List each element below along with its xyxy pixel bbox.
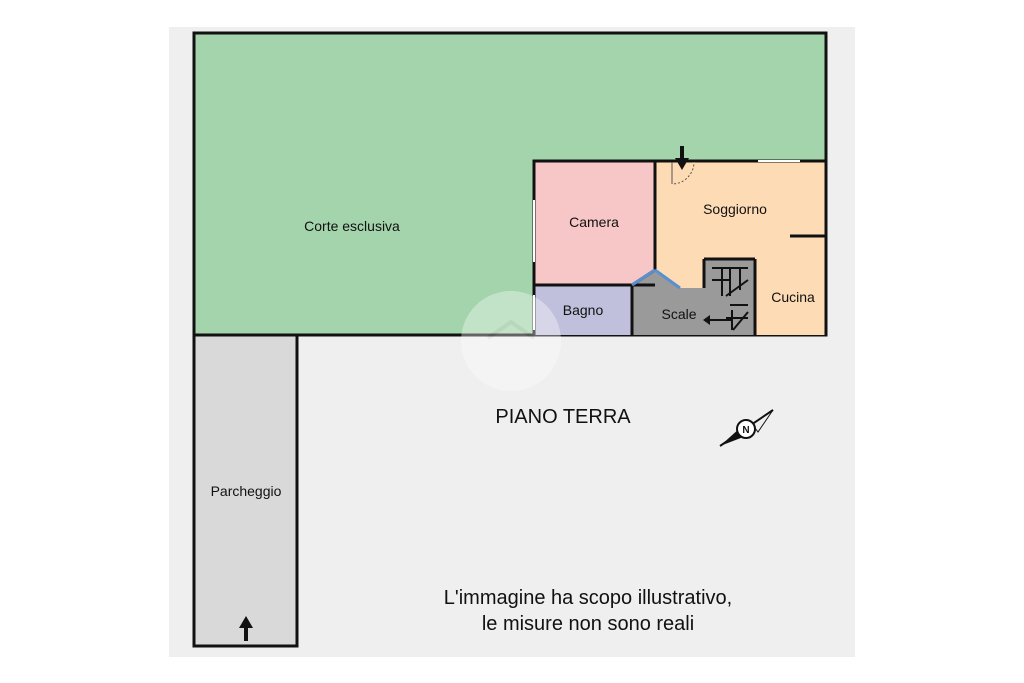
compass-icon: N bbox=[719, 409, 774, 447]
room-soggiorno bbox=[655, 161, 826, 335]
room-bagno bbox=[534, 285, 632, 335]
label-camera: Camera bbox=[569, 214, 619, 230]
floor-title: PIANO TERRA bbox=[495, 406, 631, 428]
entrance-arrow-icon bbox=[675, 146, 689, 170]
label-soggiorno: Soggiorno bbox=[703, 201, 767, 217]
disclaimer-line-2: le misure non sono reali bbox=[482, 613, 694, 635]
internal-door bbox=[631, 268, 681, 290]
label-parcheggio: Parcheggio bbox=[211, 483, 282, 499]
label-bagno: Bagno bbox=[563, 302, 604, 318]
watermark-logo bbox=[461, 291, 561, 391]
stairs-arrow-icon bbox=[703, 315, 710, 325]
label-corte-esclusiva: Corte esclusiva bbox=[304, 218, 400, 234]
compass-letter: N bbox=[742, 425, 749, 436]
room-parcheggio bbox=[192, 333, 299, 648]
room-camera bbox=[534, 161, 655, 285]
parking-arrow-icon bbox=[239, 616, 253, 641]
disclaimer-line-1: L'immagine ha scopo illustrativo, bbox=[444, 587, 732, 609]
label-scale: Scale bbox=[661, 306, 696, 322]
stairs-icon bbox=[708, 262, 751, 332]
label-cucina: Cucina bbox=[771, 289, 815, 305]
entrance-door bbox=[671, 161, 695, 185]
windows bbox=[533, 160, 800, 330]
